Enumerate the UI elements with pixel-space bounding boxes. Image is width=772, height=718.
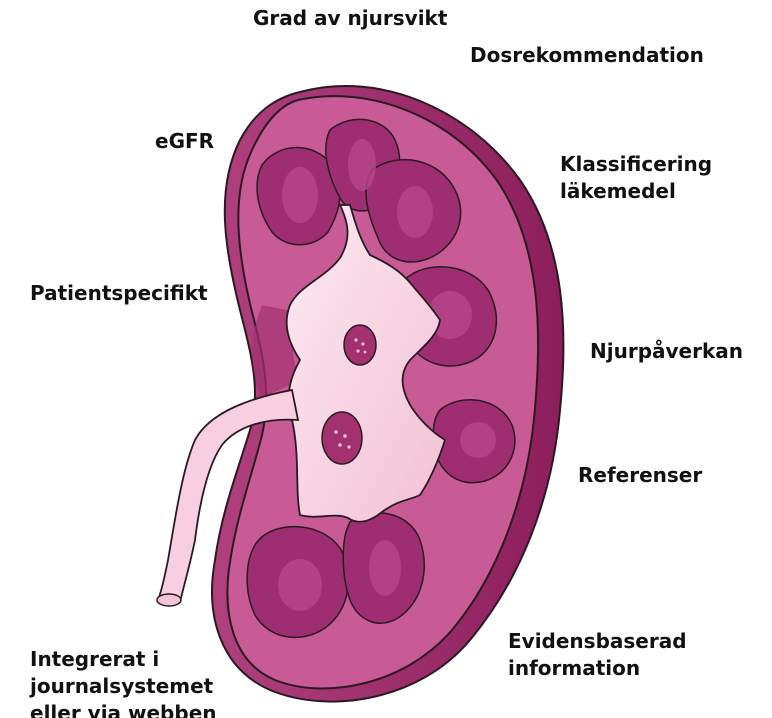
label-njurpaverkan: Njurpåverkan xyxy=(590,338,743,365)
vessel-upper xyxy=(344,325,376,365)
label-evidensbaserad-information: Evidensbaserad information xyxy=(508,628,687,682)
vessel-lower xyxy=(322,412,362,464)
label-patientspecifikt: Patientspecifikt xyxy=(30,280,208,307)
label-integrerat: Integrerat i journalsystemet eller via w… xyxy=(30,646,217,718)
label-referenser: Referenser xyxy=(578,462,702,489)
label-klassificering-lakemedel: Klassificering läkemedel xyxy=(560,151,712,205)
label-grad-av-njursvikt: Grad av njursvikt xyxy=(253,5,447,32)
label-dosrekommendation: Dosrekommendation xyxy=(470,42,704,69)
label-egfr: eGFR xyxy=(155,128,214,155)
ureter-opening xyxy=(157,594,181,606)
